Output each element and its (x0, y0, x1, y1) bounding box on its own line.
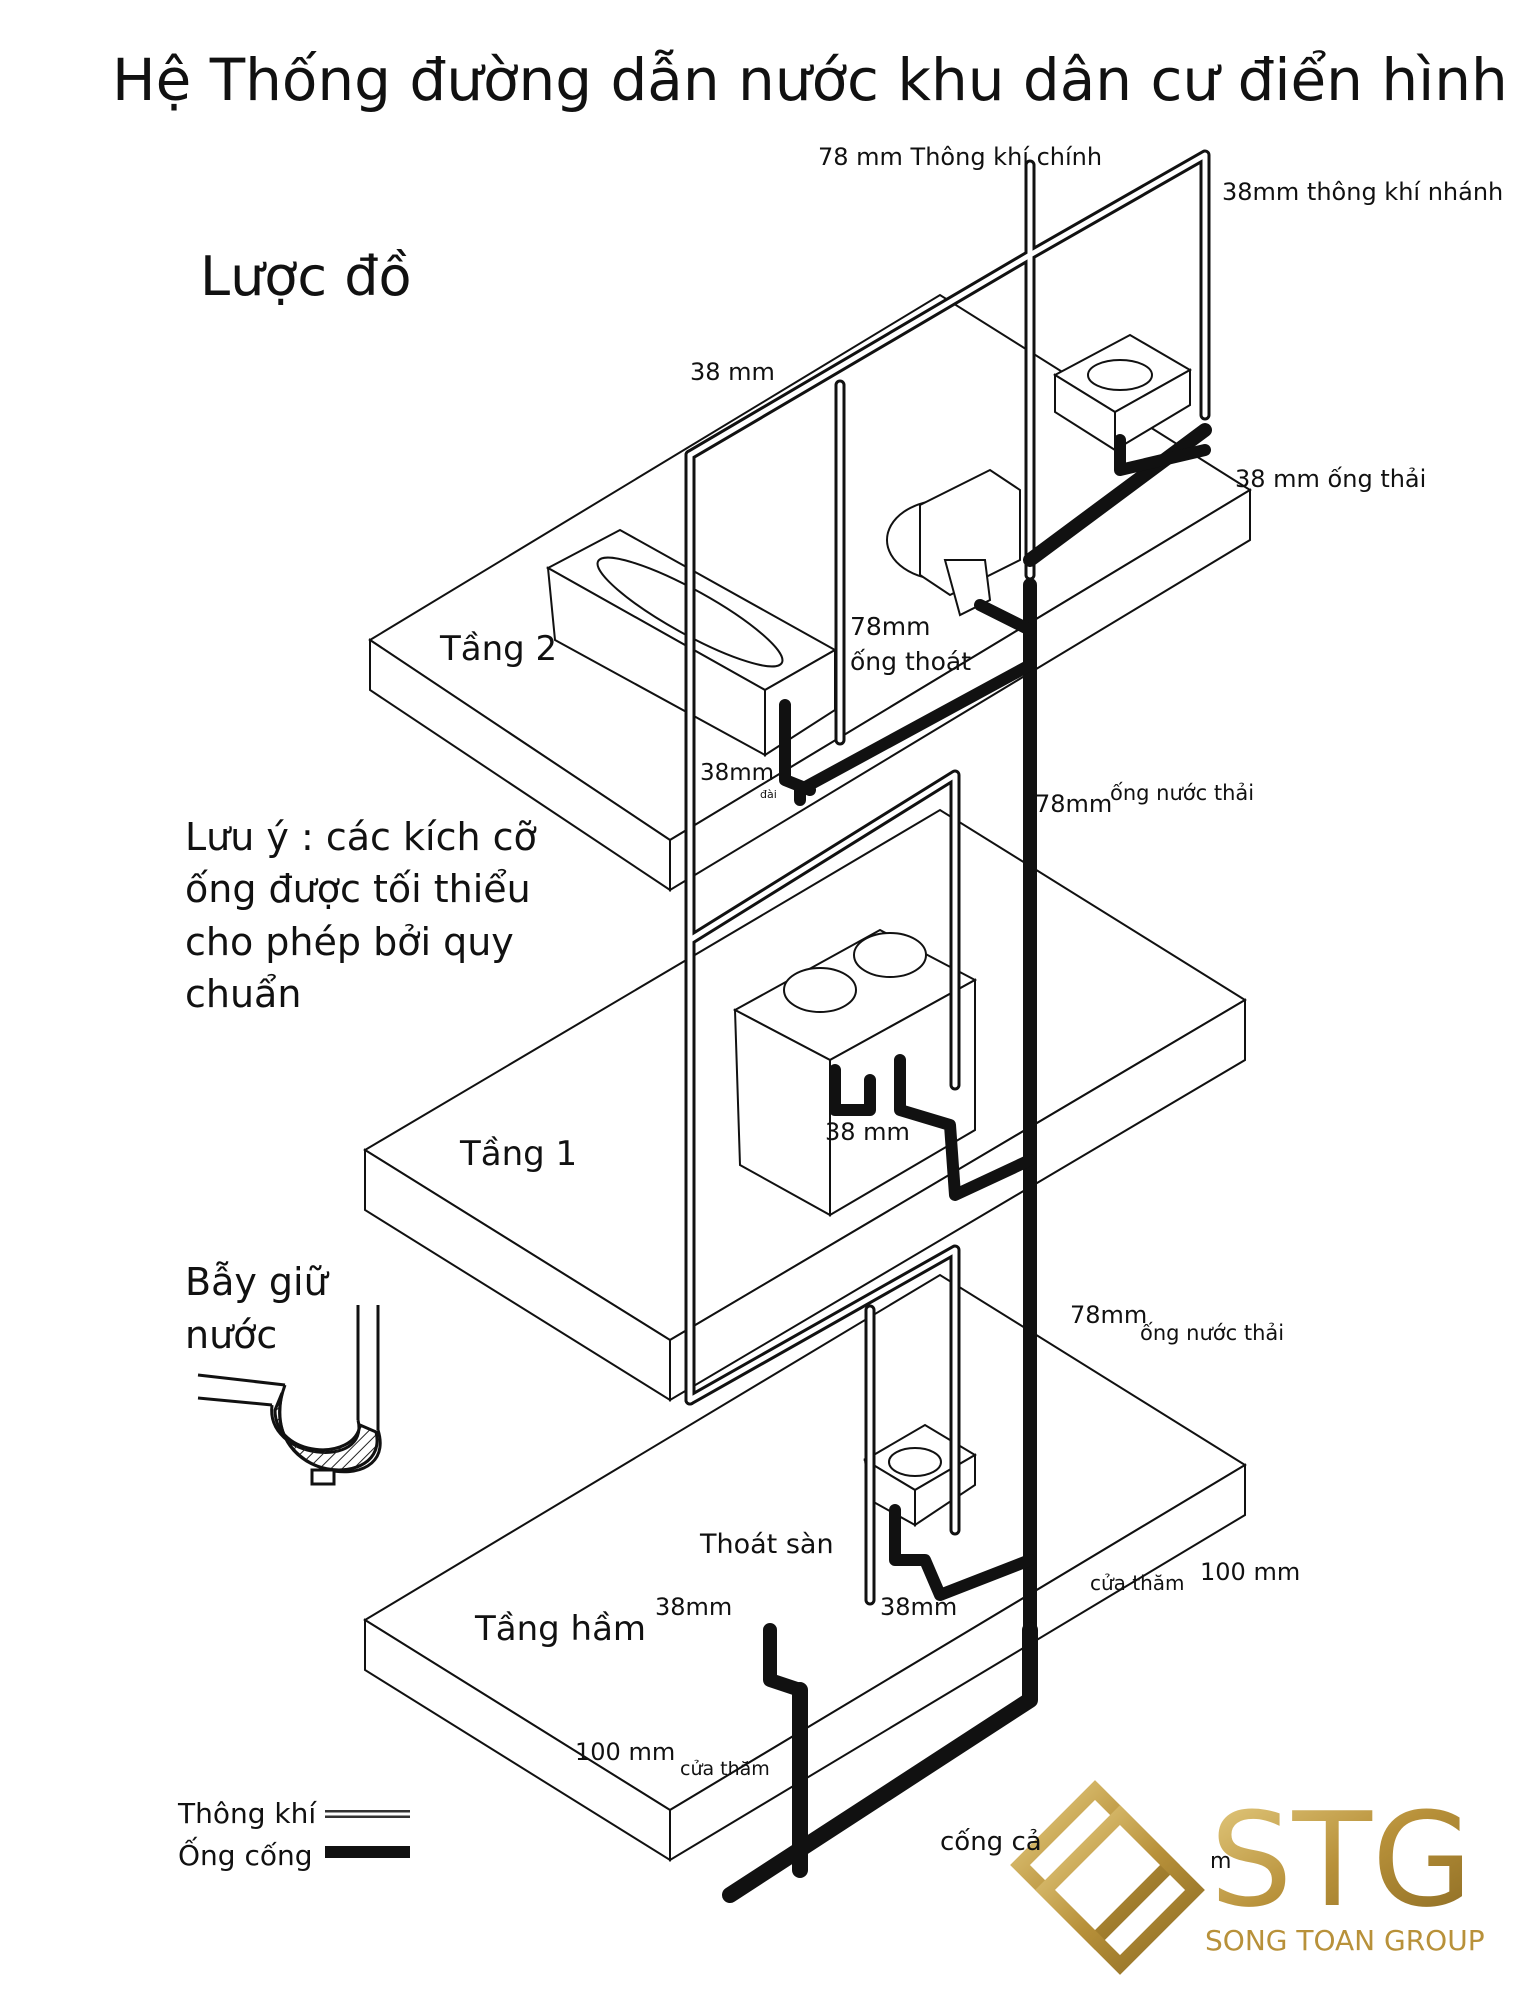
legend-sewer-label: Ống cống (178, 1835, 313, 1872)
note-line-2: ống được tối thiểu (185, 867, 531, 911)
trap-illustration (197, 1305, 382, 1486)
cleanout-left-label: cửa thăm (680, 1758, 770, 1780)
logo-brand: STG (1210, 1784, 1473, 1936)
floor1-label: Tầng 1 (459, 1134, 577, 1174)
branch-vent-label: 38mm thông khí nhánh (1222, 178, 1503, 206)
sewer-label: cống cả (940, 1827, 1042, 1857)
vent-38-label: 38 mm (690, 358, 775, 386)
logo-company: SONG TOAN GROUP (1205, 1924, 1485, 1957)
legend-vent-label: Thông khí (177, 1797, 317, 1830)
main-vent-label: 78 mm Thông khí chính (818, 143, 1102, 171)
legend (325, 1810, 410, 1858)
wash-basin (1052, 333, 1193, 452)
waste-38-label: 38 mm ống thải (1235, 465, 1426, 493)
drain-78-label-1: 78mm (850, 612, 931, 641)
pipe-100-left-label: 100 mm (575, 1738, 675, 1766)
basement-38-left: 38mm (655, 1593, 732, 1621)
stack-78a-label: 78mm (1035, 790, 1112, 818)
stack-78b-label: 78mm (1070, 1301, 1147, 1329)
vent-pipes (684, 149, 1211, 1606)
trap-label-2: nước (185, 1313, 277, 1357)
sewer-pipes (722, 423, 1212, 1903)
note-line-4: chuẩn (185, 972, 301, 1016)
floor2-label: Tầng 2 (439, 629, 557, 669)
note-line-1: Lưu ý : các kích cỡ (185, 815, 537, 859)
cleanout-right-label: cửa thăm (1090, 1571, 1185, 1595)
stack-78b-suffix: ống nước thải (1140, 1321, 1284, 1345)
laundry-sink (732, 928, 978, 1217)
sink-38-label: 38 mm (825, 1118, 910, 1146)
sewer-tail-label: m (1210, 1849, 1231, 1874)
floor-drain-label: Thoát sàn (699, 1529, 834, 1560)
basement-38-right: 38mm (880, 1593, 957, 1621)
note-line-3: cho phép bởi quy (185, 920, 514, 964)
schematic-label: Lược đồ (200, 245, 412, 308)
tub-38-label: 38mm (700, 760, 774, 786)
trap-label-1: Bẫy giữ (185, 1260, 330, 1304)
page-title: Hệ Thống đường dẫn nước khu dân cư điển … (112, 46, 1508, 114)
tub-small-label: đài (760, 788, 777, 801)
logo-mark (1010, 1780, 1205, 1975)
basement-label: Tầng hầm (474, 1609, 646, 1649)
stack-78a-suffix: ống nước thải (1110, 781, 1254, 805)
stg-logo: STG SONG TOAN GROUP (1010, 1780, 1485, 1975)
pipe-100-right-label: 100 mm (1200, 1558, 1300, 1586)
drain-78-label-2: ống thoát (850, 647, 971, 676)
